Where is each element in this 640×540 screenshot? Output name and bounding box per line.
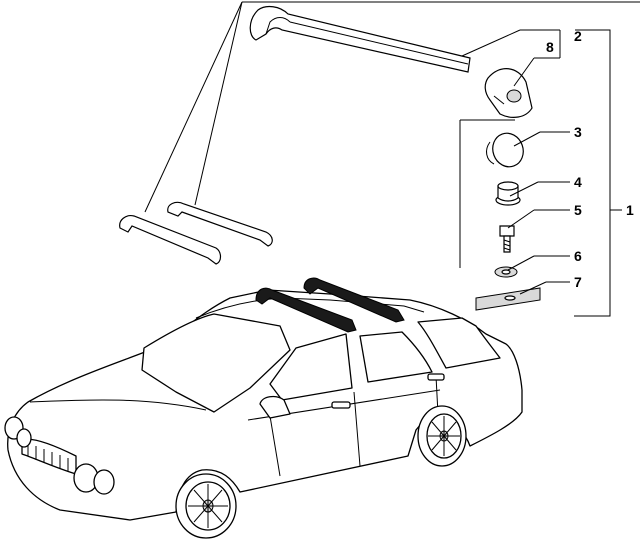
callout-5: 5 <box>574 202 582 218</box>
mounted-roof-bars <box>255 277 405 333</box>
car-illustration <box>4 277 523 539</box>
plate-part <box>475 287 541 311</box>
assembly-bracket-1 <box>459 29 622 317</box>
bolt-part <box>499 225 515 253</box>
cover-cap-part <box>486 132 524 168</box>
callout-4: 4 <box>574 174 582 190</box>
front-wheel <box>175 473 237 539</box>
detail-leader-lines <box>144 1 640 213</box>
callout-3: 3 <box>574 124 582 140</box>
washer-part <box>494 266 518 278</box>
callout-labels: 2 8 3 4 5 1 6 7 <box>546 28 634 290</box>
callout-7: 7 <box>574 274 582 290</box>
rear-wheel <box>417 405 467 467</box>
callout-6: 6 <box>574 248 582 264</box>
callout-8: 8 <box>546 39 554 55</box>
plug-part <box>495 181 521 206</box>
foot-cap-part <box>484 68 533 118</box>
callout-leaders <box>461 29 570 295</box>
callout-2: 2 <box>574 28 582 44</box>
callout-1: 1 <box>626 202 634 218</box>
roof-bar-part <box>249 5 471 73</box>
rack-bars-detail <box>119 201 273 265</box>
